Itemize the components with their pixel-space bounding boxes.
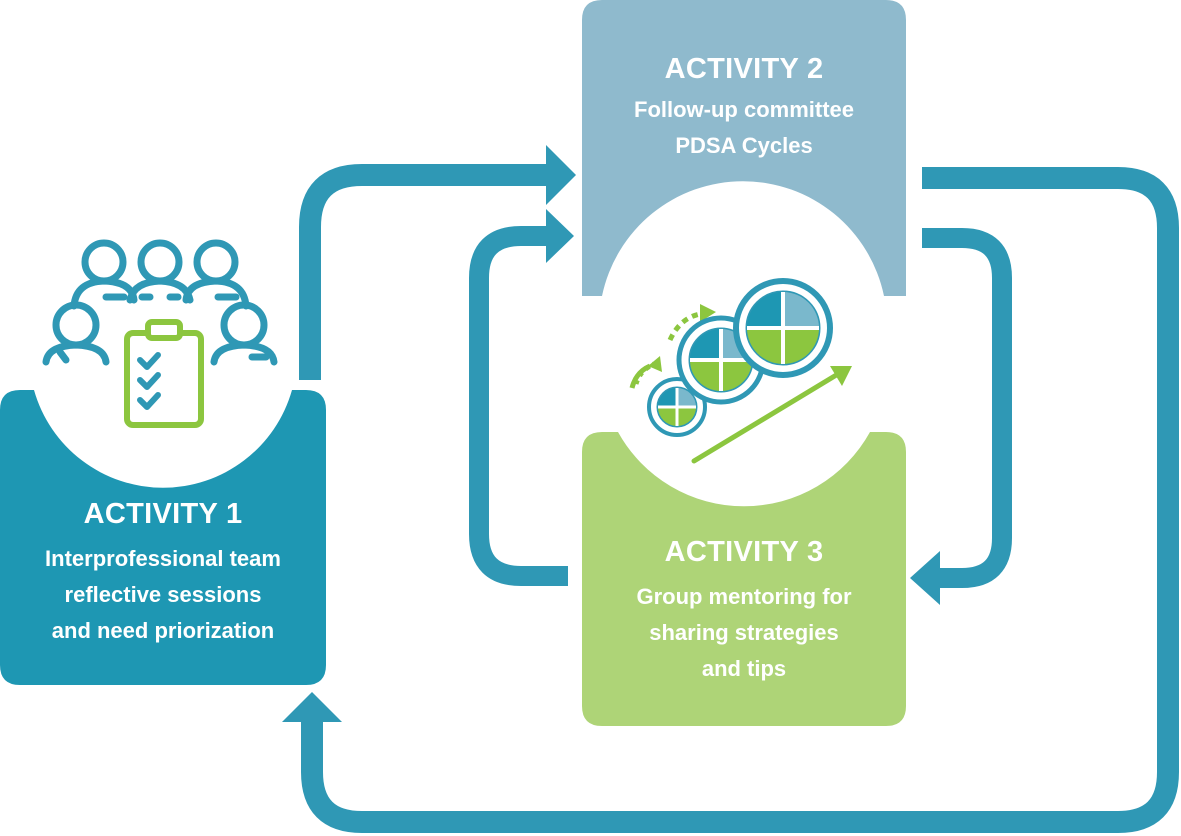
person-icon: [182, 239, 250, 310]
activity-2-line: PDSA Cycles: [675, 133, 813, 158]
activity-1-line: Interprofessional team: [45, 546, 281, 571]
activity-3-line: Group mentoring for: [636, 584, 852, 609]
activity3-to-activity2-arrow: [469, 209, 574, 586]
activity-3-box: [582, 432, 906, 726]
person-icon: [70, 239, 138, 310]
clipboard-icon: [124, 319, 204, 428]
activity-1-line: and need priorization: [51, 618, 275, 643]
activity-3-title: ACTIVITY 3: [664, 536, 824, 568]
pdsa-circle-large: [733, 278, 833, 378]
activity-1-line: reflective sessions: [64, 582, 262, 607]
activity-3-line: and tips: [701, 656, 787, 681]
activity-3-description: Group mentoring for sharing strategies a…: [582, 579, 906, 687]
activity-1-box: [0, 390, 326, 685]
activity-2-line: Follow-up committee: [634, 97, 854, 122]
activity-2-box: [582, 0, 906, 296]
outer-loop-arrow: [282, 167, 1179, 833]
pdsa-cycles-growth-icon: [629, 278, 852, 464]
activity-1-description: Interprofessional team reflective sessio…: [0, 541, 326, 649]
activity-2-description: Follow-up committee PDSA Cycles: [582, 92, 906, 164]
activity-3-line: sharing strategies: [649, 620, 839, 645]
activity-1-title: ACTIVITY 1: [83, 498, 243, 530]
person-icon: [126, 239, 194, 304]
activity-2-text: ACTIVITY 2 Follow-up committee PDSA Cycl…: [582, 52, 906, 164]
activity-2-title: ACTIVITY 2: [664, 53, 824, 85]
team-checklist-icon: [42, 239, 278, 428]
person-icon: [210, 301, 278, 366]
activity-3-text: ACTIVITY 3 Group mentoring for sharing s…: [582, 535, 906, 687]
activity-1-text: ACTIVITY 1 Interprofessional team reflec…: [0, 497, 326, 649]
activity1-to-activity2-arrow: [299, 145, 576, 380]
person-icon: [42, 301, 110, 366]
activity2-to-activity3-arrow: [910, 228, 1012, 605]
pdsa-circle-small: [647, 377, 707, 437]
